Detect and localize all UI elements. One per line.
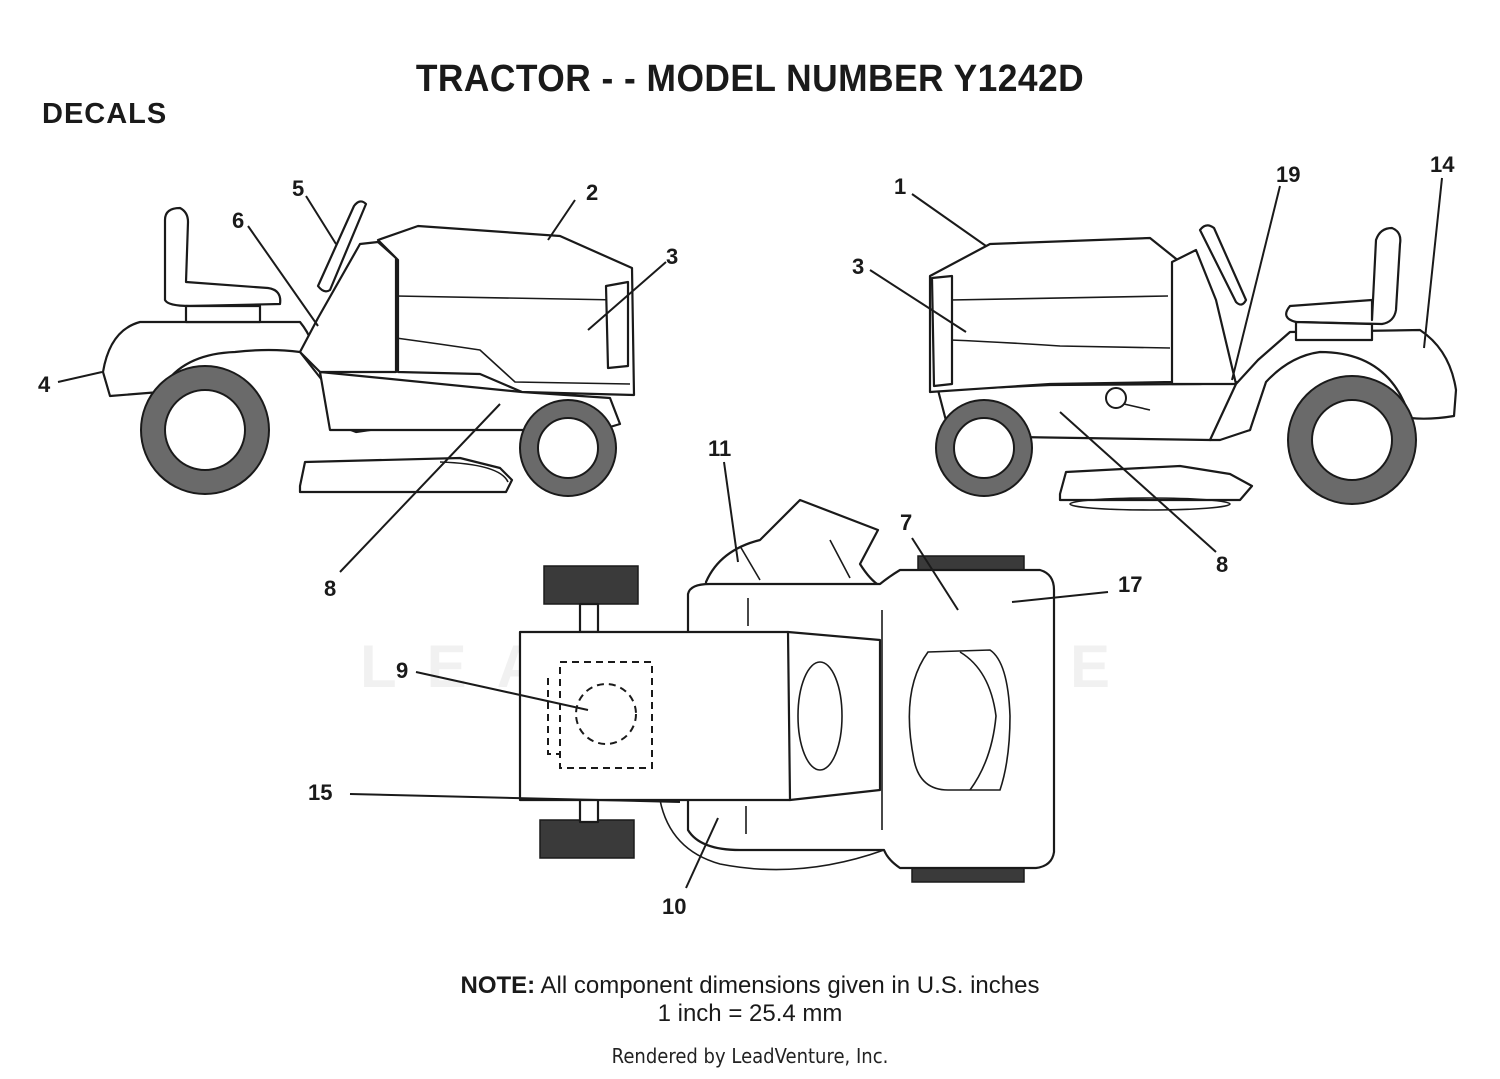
note-label: NOTE:: [460, 972, 536, 999]
callout-8-right: 8: [1216, 552, 1228, 577]
callout-15: 15: [308, 780, 332, 805]
callout-3-left: 3: [666, 244, 678, 269]
callout-7: 7: [900, 510, 912, 535]
callout-11: 11: [708, 436, 731, 461]
leader-lines: [57, 177, 1443, 889]
callout-6: 6: [232, 208, 244, 233]
callout-4: 4: [38, 372, 51, 397]
page-title: TRACTOR - - MODEL NUMBER Y1242D: [415, 58, 1085, 100]
callout-1: 1: [894, 174, 906, 199]
tractor-left-side-view: [101, 200, 636, 497]
callout-5: 5: [292, 176, 304, 201]
callout-9: 9: [396, 658, 408, 683]
tractor-top-view: [518, 498, 1056, 883]
callout-3-right: 3: [852, 254, 864, 279]
note-line2: 1 inch = 25.4 mm: [657, 1000, 843, 1027]
callout-17: 17: [1118, 572, 1142, 597]
note-line1: All component dimensions given in U.S. i…: [540, 972, 1040, 999]
callout-8-left: 8: [324, 576, 336, 601]
callout-10: 10: [662, 894, 686, 919]
dimension-note: NOTE: All component dimensions given in …: [0, 972, 1500, 1028]
section-label: DECALS: [42, 98, 168, 130]
rendered-by-footer: Rendered by LeadVenture, Inc.: [611, 1044, 889, 1068]
callout-numbers: 2 3 4 5 6 8 1 3 19 14 8 11 7 17 9 15 10: [38, 152, 1455, 919]
callout-2: 2: [586, 180, 598, 205]
tractor-right-side-view: [928, 224, 1458, 511]
callout-14: 14: [1430, 152, 1455, 177]
callout-19: 19: [1276, 162, 1300, 187]
